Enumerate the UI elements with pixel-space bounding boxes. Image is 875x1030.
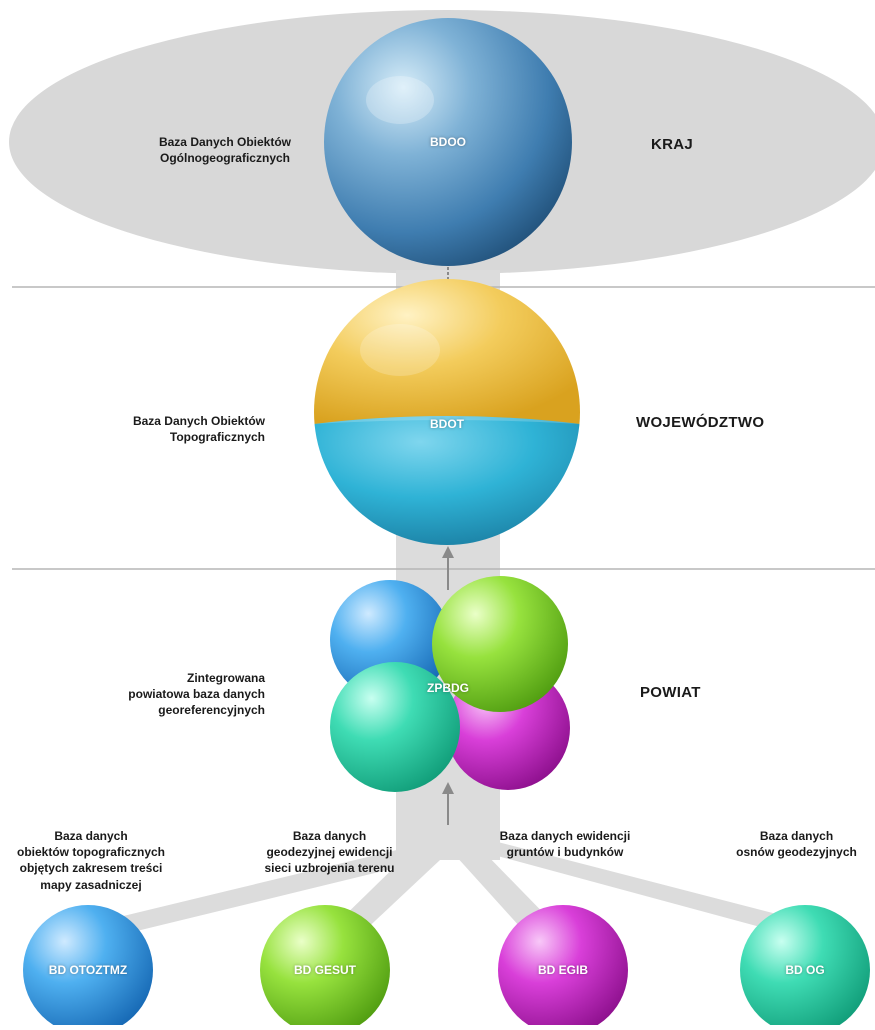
bd-egib-sphere xyxy=(498,905,628,1030)
bd-og-description: Baza danych osnów geodezyjnych xyxy=(736,829,857,860)
bd-otoztmz-code: BD OTOZTMZ xyxy=(48,963,128,977)
zpbdg-sphere-cluster xyxy=(330,576,570,792)
zpbdg-code: ZPBDG xyxy=(427,681,469,695)
bd-gesut-sphere xyxy=(260,905,390,1030)
bdoo-description: Baza Danych Obiektów Ogólnogeograficznyc… xyxy=(158,135,292,166)
zpbdg-description: Zintegrowana powiatowa baza danych geore… xyxy=(128,671,265,718)
zpbdg-teal-sphere xyxy=(330,662,460,792)
bd-egib-code: BD EGIB xyxy=(537,963,589,977)
bd-gesut-code: BD GESUT xyxy=(293,963,357,977)
bd-otoztmz-description: Baza danych obiektów topograficznych obj… xyxy=(16,829,165,892)
arrow-zpbdg-to-bdot xyxy=(442,546,454,590)
bd-og-code: BD OG xyxy=(785,963,825,977)
bdot-code: BDOT xyxy=(430,417,464,431)
level-kraj-label: KRAJ xyxy=(651,136,694,153)
bdot-description: Baza Danych Obiektów Topograficznych xyxy=(132,414,265,445)
connector-to-bd-otoztmz xyxy=(90,848,428,940)
level-wojewodztwo-label: WOJEWÓDZTWO xyxy=(636,414,765,431)
bdoo-sphere xyxy=(324,18,572,266)
bdoo-highlight xyxy=(366,76,434,124)
bd-og-sphere xyxy=(740,905,870,1030)
bdot-sphere xyxy=(314,279,580,545)
bd-egib-description: Baza danych ewidencji gruntów i budynków xyxy=(499,829,631,860)
source-connector-trunk xyxy=(396,800,500,860)
bdoo-code: BDOO xyxy=(430,135,466,149)
bd-otoztmz-sphere xyxy=(23,905,153,1030)
arrow-sources-to-zpbdg xyxy=(442,782,454,825)
bd-gesut-description: Baza danych geodezyjnej ewidencji sieci … xyxy=(264,829,395,876)
level-powiat-label: POWIAT xyxy=(640,684,701,701)
connector-to-bd-og xyxy=(468,840,800,935)
zpbdg-green-sphere xyxy=(432,576,568,712)
